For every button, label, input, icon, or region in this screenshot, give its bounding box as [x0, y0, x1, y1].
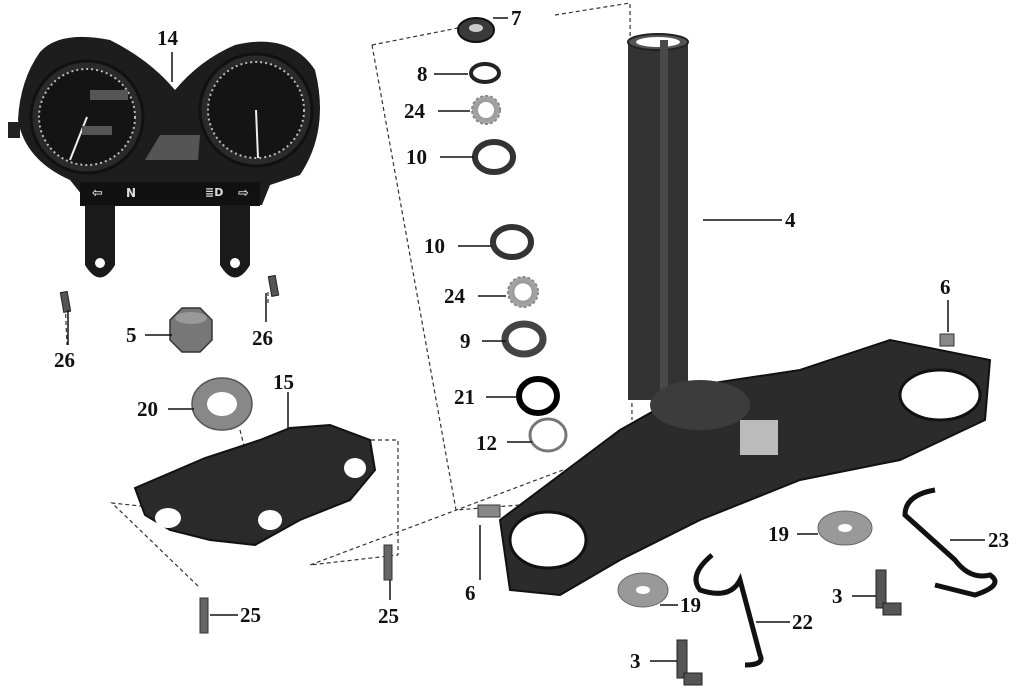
callout-3-right: 3: [832, 584, 843, 608]
callout-24-upper: 24: [404, 99, 425, 123]
callout-6-upper: 6: [940, 275, 951, 299]
callout-19-lower: 19: [680, 593, 701, 617]
callout-3-lower: 3: [630, 649, 641, 673]
callout-8: 8: [417, 62, 428, 86]
callout-10-upper: 10: [406, 145, 427, 169]
left-turn-indicator-icon: ⇦: [92, 186, 103, 201]
callout-19-upper: 19: [768, 522, 789, 546]
steering-stem-4: [477, 33, 992, 597]
callout-6-lower: 6: [465, 581, 476, 605]
instrument-cluster-14: [8, 36, 320, 278]
callout-12: 12: [476, 431, 497, 455]
highbeam-indicator-icon: ≣D: [205, 186, 224, 199]
callout-7: 7: [511, 6, 522, 30]
callout-10-lower: 10: [424, 234, 445, 258]
callout-21: 21: [454, 385, 475, 409]
leader-lines: [67, 17, 985, 662]
callout-14: 14: [157, 26, 178, 50]
callout-22: 22: [792, 610, 813, 634]
callout-9: 9: [460, 329, 471, 353]
bearing-stack: [457, 17, 568, 453]
callout-15: 15: [273, 370, 294, 394]
nut-5: [169, 307, 213, 353]
callout-4: 4: [785, 208, 796, 232]
neutral-indicator-icon: N: [126, 186, 137, 200]
wire-clip-23: [902, 487, 998, 598]
callout-5: 5: [126, 323, 137, 347]
callout-25-left: 25: [240, 603, 261, 627]
callout-26-right: 26: [252, 326, 273, 350]
wire-clips: [693, 487, 998, 668]
wire-clip-22: [693, 553, 764, 668]
upper-bracket-15: [133, 423, 377, 547]
callout-24-lower: 24: [444, 284, 465, 308]
callout-25-right: 25: [378, 604, 399, 628]
bolt-26-pair: [59, 274, 280, 313]
bolt-25-pair: [199, 544, 393, 634]
callout-20: 20: [137, 397, 158, 421]
callout-23: 23: [988, 528, 1009, 552]
washer-20: [191, 377, 253, 431]
right-turn-indicator-icon: ⇨: [238, 186, 249, 201]
washer-19-pair: [617, 510, 873, 608]
callout-26-left: 26: [54, 348, 75, 372]
bolt-3-pair: [676, 569, 902, 686]
